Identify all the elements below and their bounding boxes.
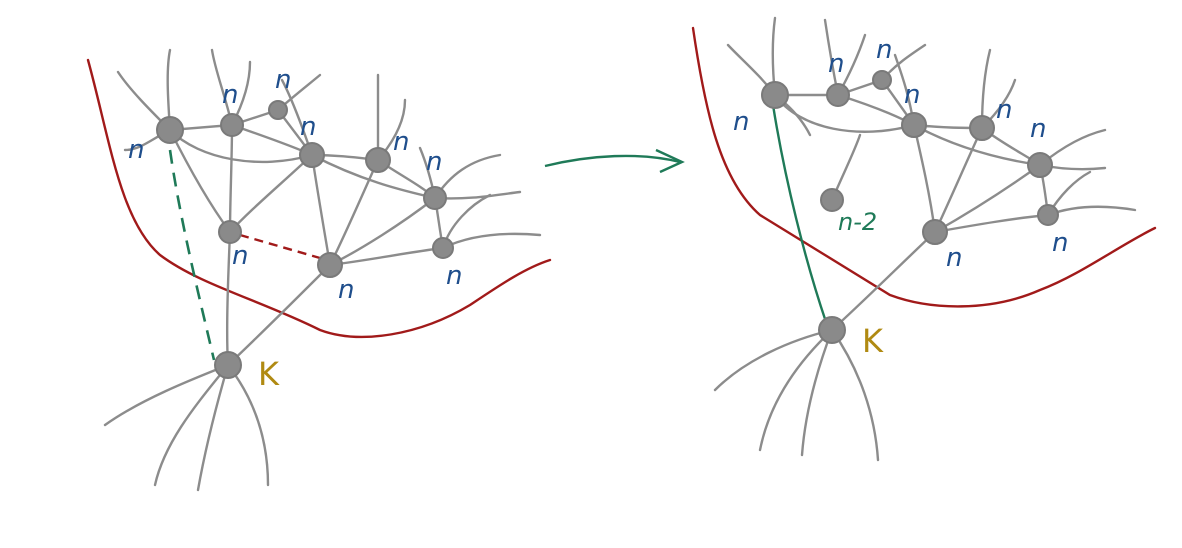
left-removed-edge	[239, 233, 321, 260]
node-label: n	[876, 35, 892, 65]
node-label: n	[128, 135, 144, 165]
node-label: n	[232, 241, 248, 271]
right-node	[922, 219, 948, 245]
right-node	[1037, 204, 1059, 226]
left-boundary-curve	[86, 58, 552, 339]
node-label: n	[338, 275, 354, 305]
left-node	[317, 252, 343, 278]
node-label: n	[733, 107, 749, 137]
k-label: K	[258, 355, 280, 393]
left-graph: n n n n n n n n n K	[86, 48, 552, 492]
left-node	[220, 113, 244, 137]
right-node	[1027, 152, 1053, 178]
right-node	[826, 83, 850, 107]
right-node	[969, 115, 995, 141]
left-k-node	[214, 351, 242, 379]
left-node	[218, 220, 242, 244]
left-node	[268, 100, 288, 120]
left-node	[365, 147, 391, 173]
right-node	[901, 112, 927, 138]
left-node	[299, 142, 325, 168]
node-label: n	[1052, 228, 1068, 258]
n-minus-2-label: n-2	[838, 208, 877, 236]
right-graph: n n n n n n n n n-2 K	[691, 16, 1157, 462]
k-label: K	[862, 322, 884, 360]
node-label: n	[996, 95, 1012, 125]
left-new-edge	[168, 149, 216, 361]
right-new-edge	[771, 104, 828, 323]
node-label: n	[446, 261, 462, 291]
right-node	[872, 70, 892, 90]
right-node	[820, 188, 844, 212]
node-label: n	[946, 243, 962, 273]
node-label: n	[426, 147, 442, 177]
node-label: n	[1030, 114, 1046, 144]
node-label: n	[222, 80, 238, 110]
node-label: n	[300, 112, 316, 142]
node-label: n	[904, 80, 920, 110]
node-label: n	[275, 65, 291, 95]
right-k-node	[818, 316, 846, 344]
node-label: n	[393, 127, 409, 157]
left-node	[423, 186, 447, 210]
left-node	[432, 237, 454, 259]
right-node	[761, 81, 789, 109]
right-boundary-curve	[691, 26, 1157, 308]
transform-arrow	[544, 148, 685, 174]
left-node	[156, 116, 184, 144]
node-label: n	[828, 49, 844, 79]
